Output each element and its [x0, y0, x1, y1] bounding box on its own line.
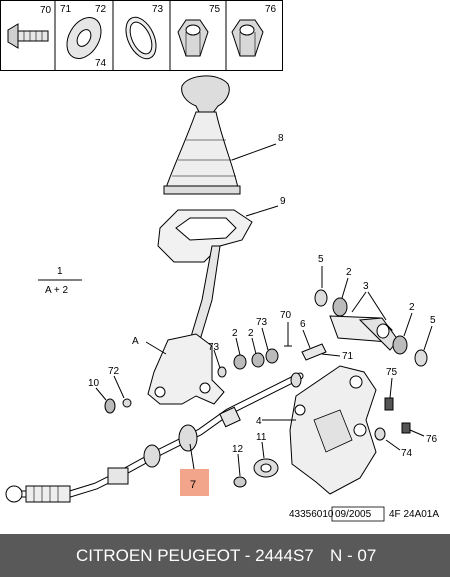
callout-11: 11: [256, 432, 267, 443]
callout-1: 1: [57, 266, 63, 277]
exploded-parts-diagram: 70 71 72 74 73 75 76: [0, 0, 439, 522]
housing-fasteners: [374, 397, 411, 441]
callout-5-upper: 5: [318, 254, 324, 265]
highlighted-callout-7: 7: [180, 443, 209, 496]
callout-72: 72: [108, 366, 120, 377]
callout-4: 4: [256, 416, 262, 427]
callout-2-upper: 2: [346, 267, 352, 278]
callout-71: 71: [342, 351, 354, 362]
callout-5-right: 5: [430, 315, 436, 326]
nut-icon: [177, 19, 209, 57]
nut-icon: [231, 19, 264, 57]
bolt-icon: [7, 23, 49, 49]
callout-76: 76: [426, 434, 438, 445]
part-number-71: 71: [60, 4, 72, 15]
callout-2-right: 2: [409, 302, 415, 313]
gear-gaiter: [163, 111, 241, 195]
callout-8: 8: [278, 133, 284, 144]
callout-2-lower-b: 2: [248, 328, 254, 339]
footer-brands: CITROEN PEUGEOT - 2444S7: [76, 546, 314, 565]
gear-knob: [181, 75, 230, 115]
callout-12: 12: [232, 444, 244, 455]
callout-10: 10: [88, 378, 100, 389]
gaiter-frame: [157, 209, 253, 263]
doc-number: 43356010: [289, 509, 334, 520]
callout-73-upper: 73: [256, 317, 268, 328]
callout-74: 74: [401, 448, 413, 459]
doc-code: 4F 24A01A: [389, 509, 439, 520]
callout-73-lower: 73: [208, 342, 220, 353]
part-number-74: 74: [95, 58, 107, 69]
reference-line: 43356010 09/2005 4F 24A01A: [289, 506, 439, 522]
part-number-76: 76: [265, 4, 277, 15]
grommet-and-clip: [233, 458, 279, 488]
ring-icon: [125, 16, 157, 60]
parts-strip: 70 71 72 74 73 75 76: [0, 0, 283, 71]
callout-6: 6: [300, 319, 306, 330]
part-number-73: 73: [152, 4, 164, 15]
gear-cable: [5, 372, 304, 503]
callout-A: A: [132, 336, 139, 347]
linkage-assembly: [314, 289, 428, 367]
part-number-72: 72: [95, 4, 107, 15]
footer-page: N - 07: [330, 546, 377, 565]
callout-70: 70: [280, 310, 292, 321]
callout-9: 9: [280, 196, 286, 207]
callout-3: 3: [363, 281, 369, 292]
bushing-set: [217, 348, 279, 378]
lever-bracket: [147, 333, 225, 405]
callout-a-plus-2: A + 2: [45, 285, 69, 296]
footer-bar: CITROEN PEUGEOT - 2444S7 N - 07: [0, 534, 450, 577]
gear-housing: [289, 365, 377, 495]
part-number-70: 70: [40, 5, 52, 16]
washer-icon: [66, 17, 102, 59]
pin-part: [301, 343, 327, 361]
doc-date: 09/2005: [335, 509, 372, 520]
left-washer: [104, 398, 132, 414]
callout-7: 7: [190, 479, 196, 491]
callout-75: 75: [386, 367, 398, 378]
callout-2-lower: 2: [232, 328, 238, 339]
part-number-75: 75: [209, 4, 221, 15]
